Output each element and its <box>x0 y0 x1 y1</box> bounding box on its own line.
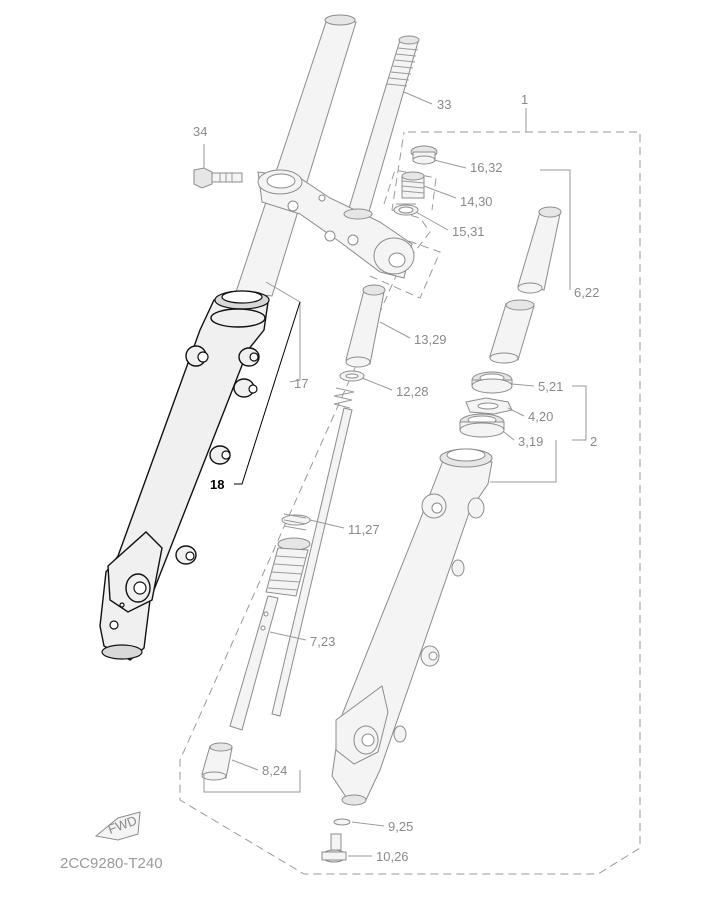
gasket-9 <box>333 818 351 826</box>
collar-6 <box>517 206 562 294</box>
collar-13 <box>345 284 386 368</box>
damper-rod-7 <box>229 407 353 731</box>
outer-tube-18 <box>99 290 270 661</box>
callout-1: 1 <box>521 92 528 107</box>
dust-seal-3 <box>459 413 505 438</box>
rebound-spring-top <box>333 387 355 409</box>
steering-stem-33 <box>345 35 420 223</box>
callout-13-29: 13,29 <box>414 332 447 347</box>
callout-33: 33 <box>437 97 451 112</box>
oil-seal-5 <box>471 371 513 394</box>
washer-12 <box>339 370 365 382</box>
bolt-10 <box>321 833 347 863</box>
under-bracket <box>257 169 415 279</box>
callout-16-32: 16,32 <box>470 160 503 175</box>
spring-14 <box>401 171 425 199</box>
fwd-arrow-icon: FWD <box>94 811 141 841</box>
callout-3-19: 3,19 <box>518 434 543 449</box>
callout-7-23: 7,23 <box>310 634 335 649</box>
callout-11-27: 11,27 <box>348 522 380 537</box>
inner-tube-17 <box>235 14 357 297</box>
leader-lines <box>203 91 587 857</box>
callout-12-28: 12,28 <box>396 384 429 399</box>
callout-4-20: 4,20 <box>528 409 553 424</box>
callout-17: 17 <box>294 376 308 391</box>
callout-2: 2 <box>590 434 597 449</box>
oil-lock-piece-8 <box>201 742 233 781</box>
callout-5-21: 5,21 <box>538 379 563 394</box>
bolt-34 <box>193 144 243 189</box>
cap-bolt-16 <box>410 145 438 165</box>
callout-14-30: 14,30 <box>460 194 493 209</box>
callout-18: 18 <box>210 477 224 492</box>
callout-8-24: 8,24 <box>262 763 287 778</box>
callout-9-25: 9,25 <box>388 819 413 834</box>
outer-tube-assembly-2 <box>331 448 493 806</box>
callout-10-26: 10,26 <box>376 849 409 864</box>
callout-6-22: 6,22 <box>574 285 599 300</box>
clip-4 <box>465 397 513 415</box>
callout-15-31: 15,31 <box>452 224 485 239</box>
collar-6b <box>489 299 535 364</box>
diagram-code: 2CC9280-T240 <box>60 855 163 872</box>
callout-34: 34 <box>193 124 207 139</box>
washer-15 <box>393 204 419 216</box>
